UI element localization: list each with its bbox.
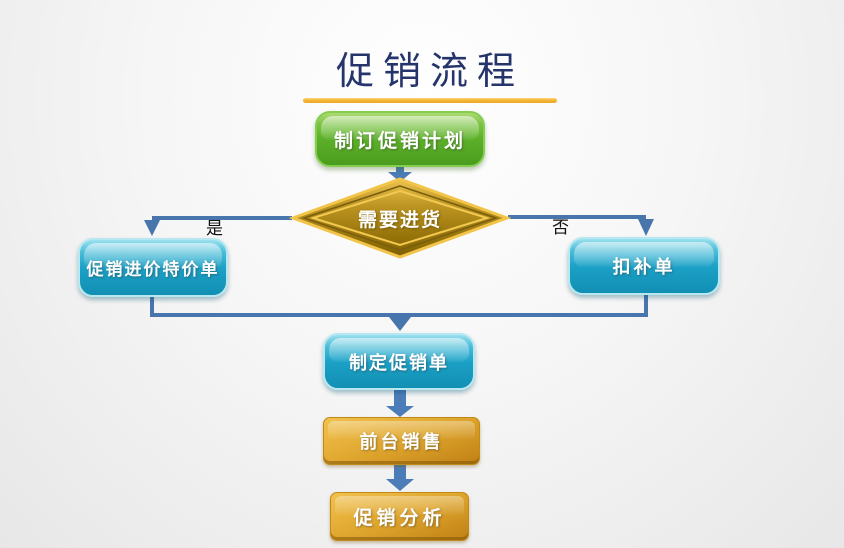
label-no: 否 bbox=[552, 218, 569, 237]
node-make-promotion-plan: 制订促销计划 bbox=[315, 111, 485, 167]
arrow-down-icon bbox=[144, 220, 160, 236]
node-label: 前台销售 bbox=[359, 432, 444, 452]
arrow-down-icon bbox=[386, 465, 414, 491]
node-label: 制定促销单 bbox=[349, 352, 449, 373]
arrow-down-icon bbox=[638, 219, 654, 236]
decision-label: 需要进货 bbox=[357, 209, 442, 231]
node-promotion-sheet: 制定促销单 bbox=[323, 333, 475, 390]
node-special-price-list: 促销进价特价单 bbox=[78, 238, 228, 297]
node-front-desk-sales: 前台销售 bbox=[323, 417, 480, 465]
node-promotion-analysis: 促销分析 bbox=[330, 492, 469, 541]
node-label: 促销分析 bbox=[353, 508, 446, 529]
decision-need-purchase: 需要进货 bbox=[288, 176, 512, 260]
node-supplement-order: 扣补单 bbox=[568, 237, 720, 295]
node-label: 促销进价特价单 bbox=[86, 260, 220, 279]
page-title: 促销流程 bbox=[335, 49, 525, 93]
title-underline bbox=[303, 98, 557, 103]
arrow-down-icon bbox=[386, 390, 414, 417]
node-label: 制订促销计划 bbox=[333, 130, 466, 152]
node-label: 扣补单 bbox=[612, 257, 676, 277]
label-yes: 是 bbox=[206, 219, 223, 238]
arrow-down-icon bbox=[388, 166, 412, 182]
diamond-shape bbox=[288, 177, 512, 259]
arrow-down-icon bbox=[389, 317, 411, 331]
